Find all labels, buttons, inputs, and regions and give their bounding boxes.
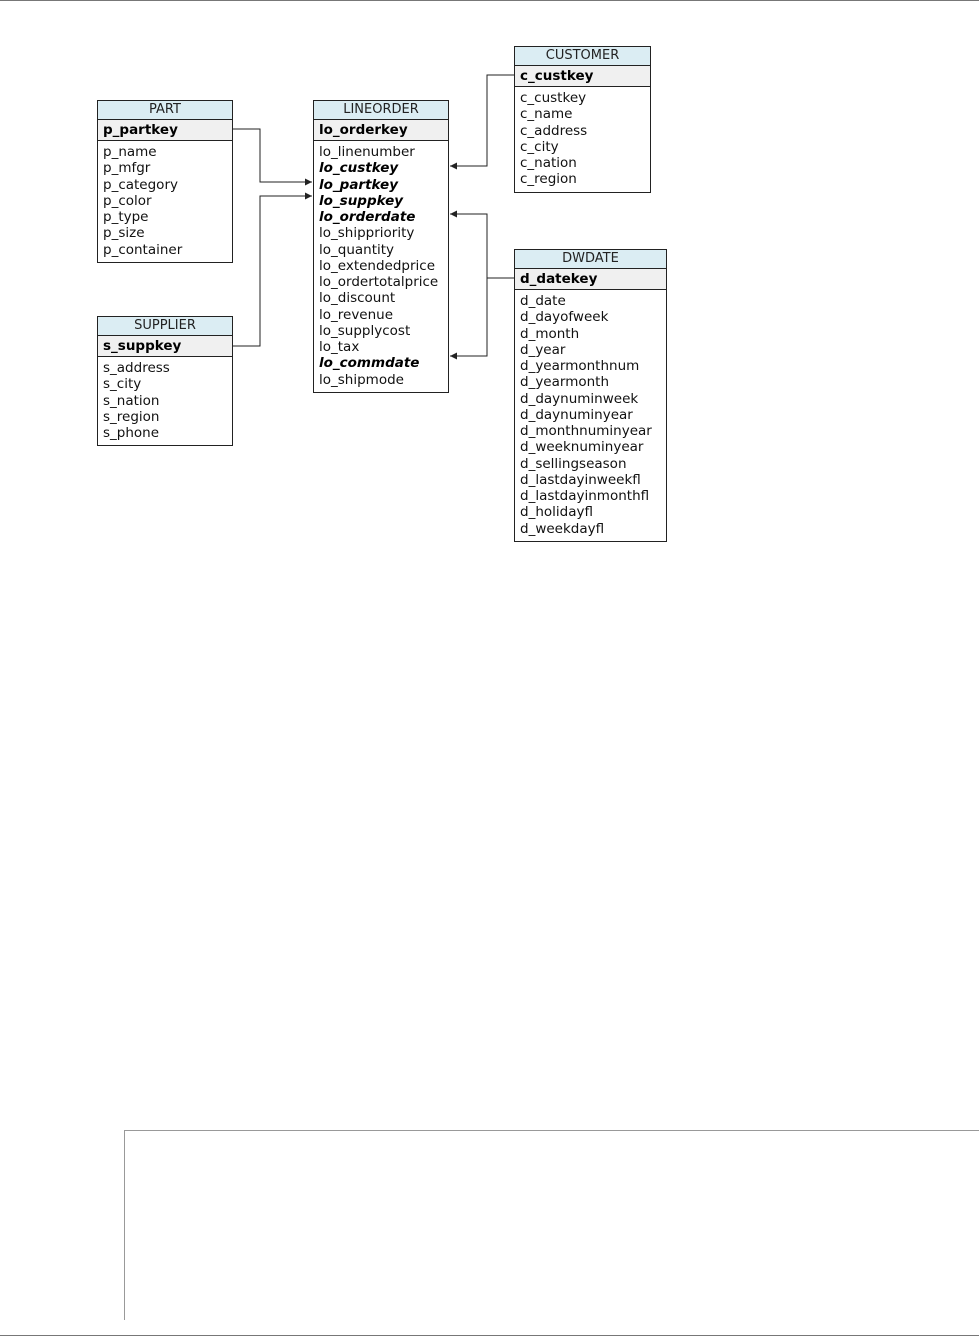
foreign-key-field: lo_orderdate [319, 209, 416, 225]
table-field: d_daynuminyear [520, 406, 633, 423]
primary-key: c_custkey [515, 66, 650, 87]
table-field: lo_discount [319, 290, 396, 307]
table-field: p_type [103, 209, 149, 225]
table-field: c_city [520, 138, 559, 155]
primary-key: p_partkey [98, 120, 232, 141]
primary-key: d_datekey [515, 269, 666, 290]
table-field: lo_linenumber [319, 144, 415, 160]
table-field: d_date [520, 293, 566, 309]
table-title: LINEORDER [314, 101, 448, 120]
table-title: CUSTOMER [515, 47, 650, 66]
supplier-to-lineorder-connector [233, 192, 312, 347]
table-field: c_address [520, 122, 588, 139]
table-field: lo_extendedprice [319, 257, 436, 274]
dwdate-to-lineorder-commdate-connector [450, 278, 488, 360]
foreign-key-field: lo_partkey [319, 176, 398, 193]
table-field: d_weeknuminyear [520, 439, 644, 456]
table-field: d_yearmonthnum [520, 358, 640, 374]
table-field: p_category [103, 176, 178, 193]
foreign-key-field: lo_custkey [319, 160, 399, 177]
table-field: p_mfgr [103, 160, 151, 177]
table-field: lo_shipmode [319, 371, 404, 388]
table-field: d_sellingseason [520, 455, 627, 472]
table-field: lo_quantity [319, 241, 395, 258]
page-top-rule [0, 0, 979, 1]
table-field: s_nation [103, 392, 160, 409]
table-field: p_color [103, 192, 152, 209]
table-field: lo_shippriority [319, 225, 415, 242]
foreign-key-field: lo_suppkey [319, 192, 404, 209]
table-field: s_address [103, 360, 170, 376]
customer-to-lineorder-connector [450, 74, 514, 170]
table-field: d_month [520, 325, 580, 342]
table-field: p_name [103, 144, 157, 160]
table-field: d_weekdayfl [520, 520, 605, 537]
table-field: lo_ordertotalprice [319, 274, 439, 290]
table-field: c_custkey [520, 90, 587, 106]
table-field: d_year [520, 341, 566, 358]
table-field: lo_supplycost [319, 322, 411, 339]
table-field: p_container [103, 241, 183, 258]
table-field: lo_revenue [319, 306, 394, 323]
part-to-lineorder-connector [233, 128, 312, 186]
table-field: c_nation [520, 155, 577, 171]
table-field: d_lastdayinweekfl [520, 471, 641, 488]
table-title: SUPPLIER [98, 317, 232, 336]
table-field: d_holidayfl [520, 504, 593, 521]
dwdate-to-lineorder-orderdate-connector [450, 210, 488, 278]
table-title: DWDATE [515, 250, 666, 269]
table-field: d_dayofweek [520, 309, 609, 326]
table-field: s_region [103, 408, 160, 425]
table-field: d_yearmonth [520, 374, 610, 391]
table-field: d_monthnuminyear [520, 423, 652, 439]
table-field: p_size [103, 225, 145, 242]
primary-key: lo_orderkey [314, 120, 448, 141]
table-field: c_region [520, 171, 577, 188]
primary-key: s_suppkey [98, 336, 232, 357]
table-field: s_phone [103, 425, 160, 441]
table-field: d_lastdayinmonthfl [520, 488, 650, 504]
table-field: d_daynuminweek [520, 390, 639, 407]
table-field: c_name [520, 106, 573, 123]
page-bottom-rule [0, 1335, 979, 1336]
table-field: lo_tax [319, 339, 360, 355]
table-field: s_city [103, 376, 142, 393]
code-block [124, 1130, 979, 1320]
foreign-key-field: lo_commdate [319, 355, 420, 372]
table-title: PART [98, 101, 232, 120]
